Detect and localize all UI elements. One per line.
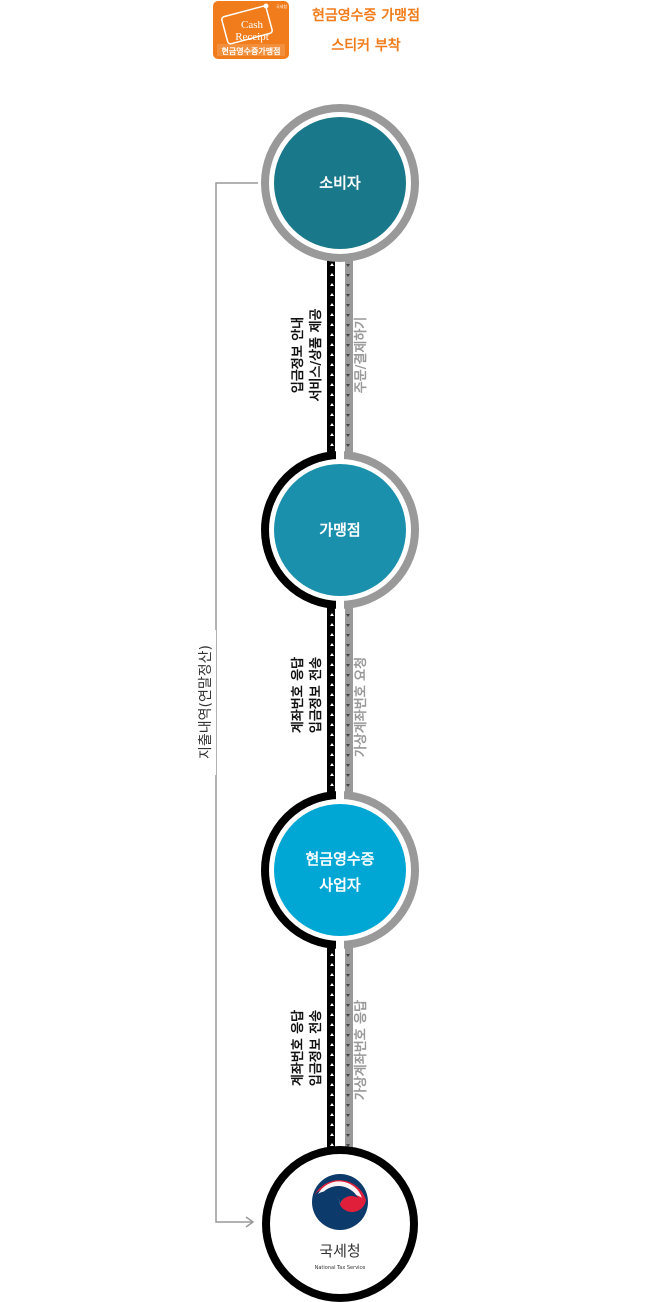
node-label: 소비자 [319, 174, 361, 192]
sticker-caption: 현금영수증가맹점 [222, 46, 281, 56]
flow-label: 계좌번호 응답 [290, 1010, 306, 1086]
downward-arrow-line [345, 602, 353, 802]
sticker-brand: 국세청 [276, 3, 287, 9]
sticker-line2: Receipt [235, 31, 269, 43]
connector-lines [327, 258, 353, 1152]
nts-english-name: National Tax Service [315, 1265, 366, 1271]
node-merchant: 가맹점 [261, 445, 419, 615]
upward-arrow-line [327, 940, 335, 1152]
flow-label: 입금정보 안내 [290, 317, 306, 393]
flow-label: 주문/결제하기 [353, 317, 369, 394]
header-title-line2: 스티커 부착 [331, 37, 400, 54]
flow-label: 계좌번호 응답 [290, 657, 306, 733]
downward-arrow-line [345, 258, 353, 458]
side-label: 지출내역(연말정산) [198, 645, 214, 759]
upward-arrow-line [327, 602, 335, 802]
side-bracket: 지출내역(연말정산) [196, 182, 258, 1228]
upward-arrow-line [327, 258, 335, 458]
cash-receipt-sticker-logo: 국세청 Cash Receipt 현금영수증가맹점 [213, 1, 289, 59]
node-label: 현금영수증 [305, 850, 374, 868]
downward-arrow-line [345, 940, 353, 1152]
node-national-tax-service: 국세청 National Tax Service [262, 1146, 418, 1302]
node-label: 사업자 [319, 876, 361, 894]
header-title-line1: 현금영수증 가맹점 [312, 7, 420, 24]
node-consumer: 소비자 [261, 104, 419, 262]
node-cash-receipt-operator: 현금영수증 사업자 [261, 785, 419, 955]
node-label: 가맹점 [319, 521, 360, 539]
flow-label: 서비스/상품 제공 [309, 308, 324, 401]
flow-label: 입금정보 전송 [308, 1010, 324, 1086]
flow-label: 가상계좌번호 응답 [353, 1000, 369, 1100]
taegeuk-logo-icon [312, 1174, 368, 1230]
flow-label: 입금정보 전송 [308, 657, 324, 733]
sticker-line1: Cash [241, 19, 264, 31]
flow-label: 가상계좌번호 요청 [353, 657, 369, 757]
nts-name: 국세청 [319, 1242, 360, 1260]
